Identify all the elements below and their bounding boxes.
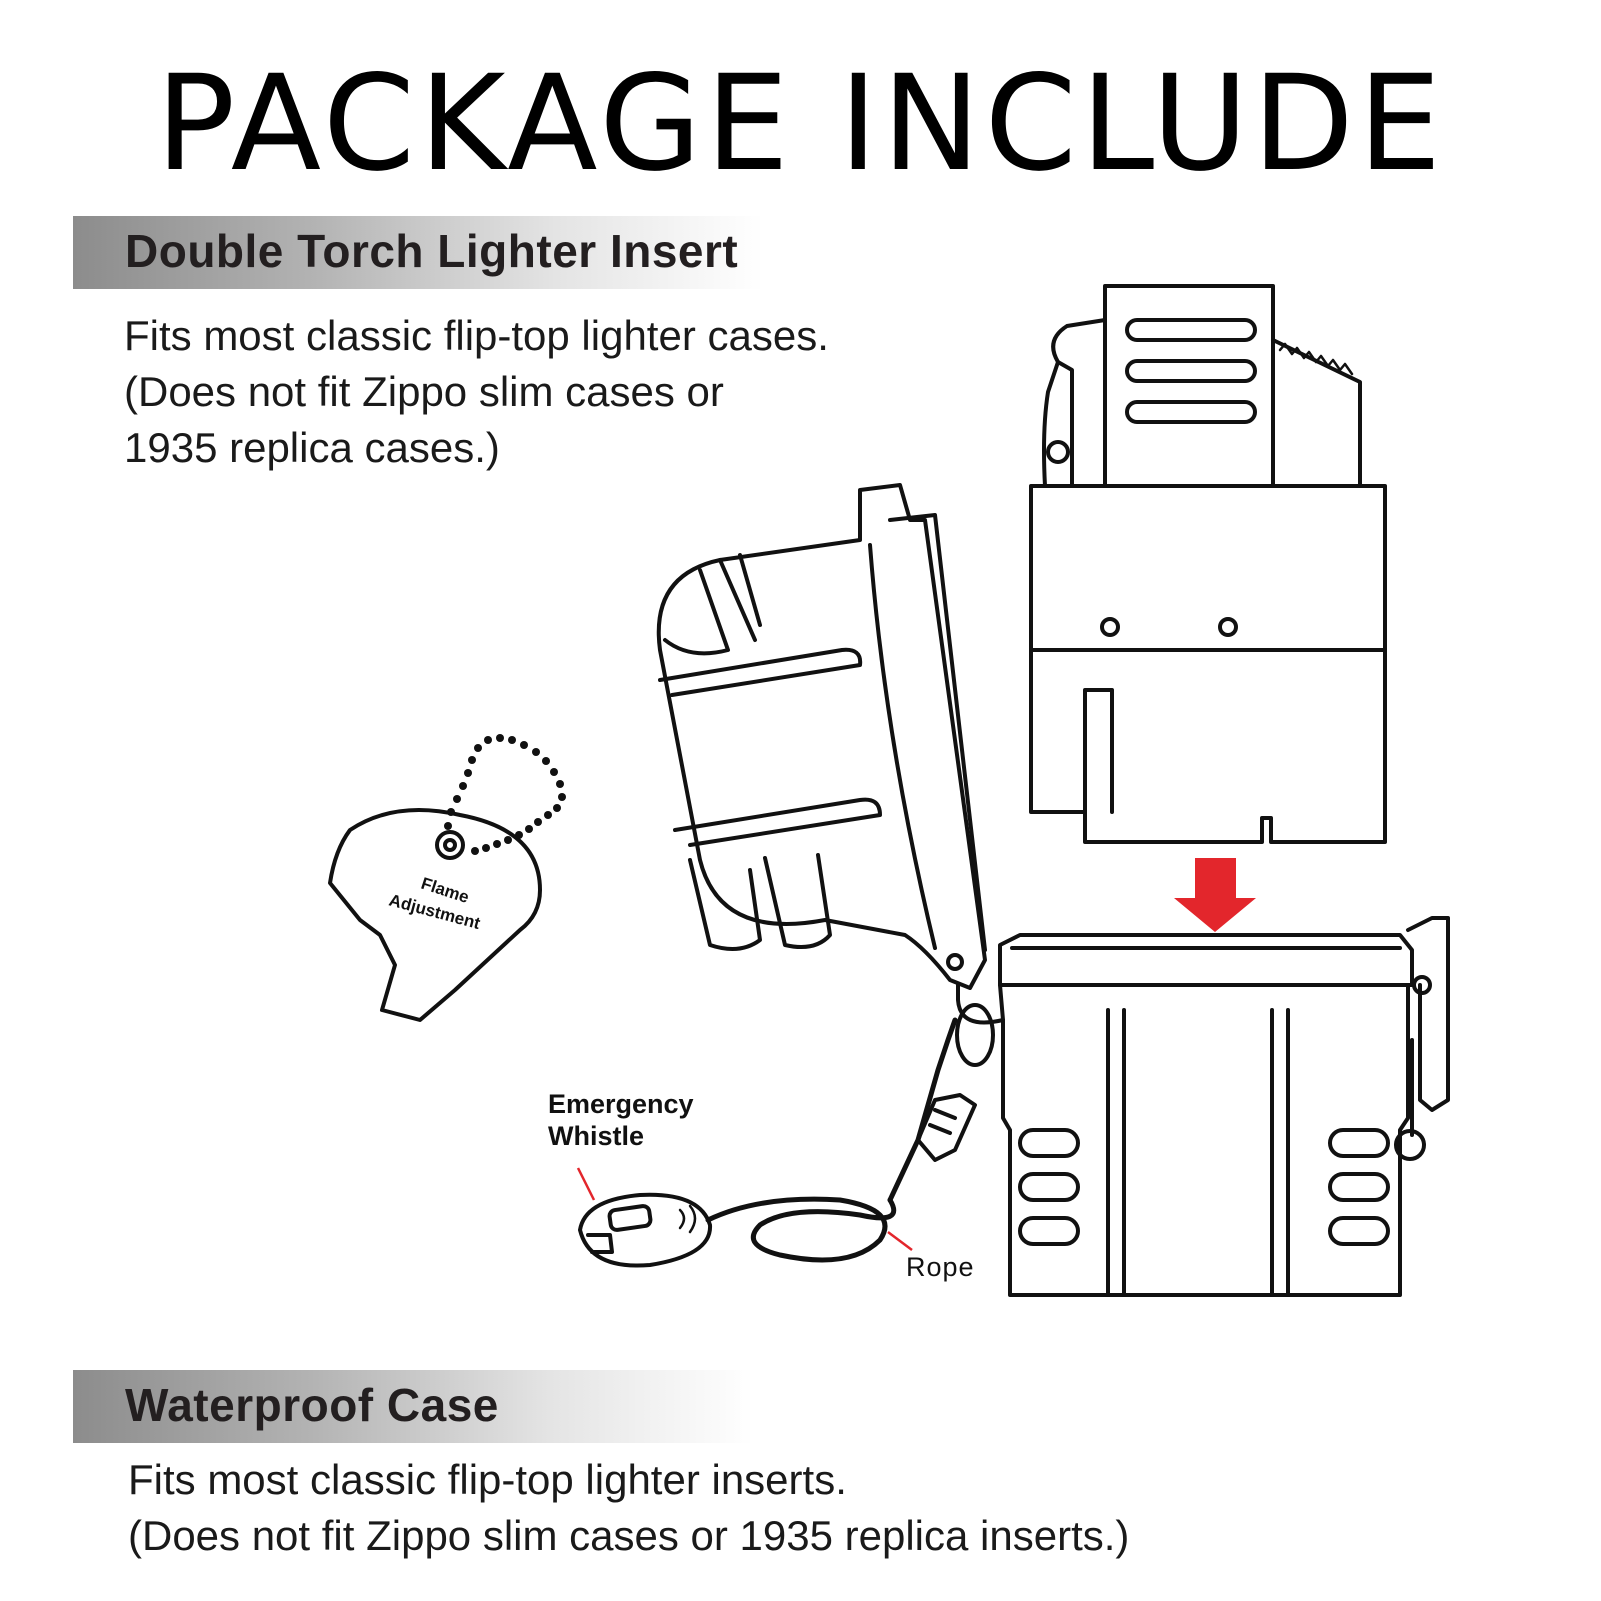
rope-label: Rope — [906, 1252, 975, 1282]
rope-pointer-line — [887, 1231, 913, 1251]
case-description-line: (Does not fit Zippo slim cases or 1935 r… — [128, 1512, 1130, 1559]
insert-description-line: (Does not fit Zippo slim cases or — [124, 368, 724, 415]
whistle-pointer-line — [576, 1167, 596, 1201]
lighter-insert-drawing — [1029, 284, 1387, 844]
whistle-and-rope-drawing — [578, 1017, 977, 1268]
case-description-line: Fits most classic flip-top lighter inser… — [128, 1456, 847, 1503]
section-heading-insert: Double Torch Lighter Insert — [125, 225, 739, 277]
case-base-drawing — [955, 916, 1450, 1297]
whistle-label-line1: Emergency — [548, 1089, 694, 1119]
arrow-down-icon — [1174, 858, 1256, 932]
section-header-insert: Double Torch Lighter Insert — [73, 216, 763, 289]
bead-chain-drawing — [444, 734, 566, 855]
section-header-case: Waterproof Case — [73, 1370, 753, 1443]
case-description: Fits most classic flip-top lighter inser… — [128, 1452, 1129, 1564]
whistle-label-line2: Whistle — [548, 1121, 644, 1151]
insert-description: Fits most classic flip-top lighter cases… — [124, 308, 829, 476]
section-heading-case: Waterproof Case — [125, 1379, 499, 1431]
insert-description-line: 1935 replica cases.) — [124, 424, 500, 471]
case-lid-drawing — [656, 483, 987, 990]
insert-description-line: Fits most classic flip-top lighter cases… — [124, 312, 829, 359]
page-title: PACKAGE INCLUDE — [155, 47, 1446, 201]
flame-adjustment-key-drawing — [328, 808, 542, 1022]
callout-labels: Flame Adjustment Emergency Whistle Rope — [387, 874, 975, 1282]
